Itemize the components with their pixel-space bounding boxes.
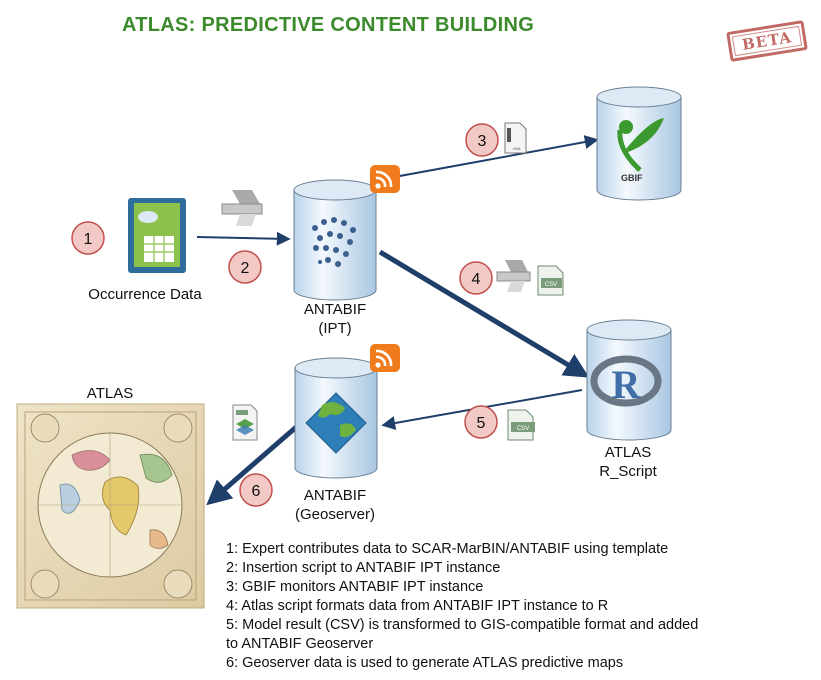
csv-file-icon-step-5: [507, 409, 535, 441]
r-script-label-line-1: ATLAS: [604, 444, 652, 461]
xml-file-icon: [504, 122, 527, 154]
arrow-step-6: [206, 420, 304, 506]
script-icon: [221, 190, 263, 226]
note-6: 6: Geoserver data is used to generate AT…: [226, 655, 624, 671]
geoserver-label-line-1: ANTABIF: [303, 487, 367, 504]
step-circle-5: 5: [464, 405, 498, 439]
geoserver-label: ANTABIF (Geoserver): [280, 486, 390, 524]
spreadsheet-icon: [128, 198, 186, 273]
ipt-label: ANTABIF (IPT): [285, 300, 385, 338]
note-1: 1: Expert contributes data to SCAR-MarBI…: [226, 541, 669, 557]
r-script-label-line-2: R_Script: [599, 463, 657, 480]
csv-label-step-5: CSV: [517, 426, 529, 432]
script-icon-step-4: [496, 260, 531, 292]
note-2: 2: Insertion script to ANTABIF IPT insta…: [226, 560, 501, 576]
step-circle-2: 2: [228, 250, 262, 284]
csv-label-step-4: CSV: [545, 282, 557, 288]
arrow-step-2: [196, 231, 291, 246]
atlas-map-image: [16, 403, 205, 609]
xml-label: XML: [513, 146, 522, 151]
step-number-5: 5: [477, 415, 486, 432]
step-circle-3: 3: [465, 123, 499, 157]
r-script-database: [586, 319, 672, 441]
step-circle-4: 4: [459, 261, 493, 295]
step-notes: 1: Expert contributes data to SCAR-MarBI…: [226, 540, 816, 673]
geoserver-database: [294, 357, 378, 479]
step-number-2: 2: [241, 260, 250, 277]
gbif-logo-text: GBIF: [621, 173, 643, 183]
step-number-1: 1: [84, 231, 93, 248]
rss-icon-ipt: [370, 165, 400, 193]
ipt-label-line-1: ANTABIF: [303, 301, 367, 318]
csv-file-icon-step-4: [537, 265, 564, 296]
gbif-database: [596, 86, 682, 201]
note-3: 3: GBIF monitors ANTABIF IPT instance: [226, 579, 484, 595]
occurrence-data-label: Occurrence Data: [88, 286, 202, 303]
rss-icon-geoserver: [370, 344, 400, 372]
ipt-label-line-2: (IPT): [318, 320, 352, 337]
step-circle-6: 6: [239, 473, 273, 507]
step-number-3: 3: [478, 133, 487, 150]
geoserver-label-line-2: (Geoserver): [294, 506, 376, 523]
atlas-map-label: ATLAS: [86, 385, 134, 402]
arrow-step-4: [378, 249, 590, 378]
step-number-6: 6: [252, 483, 261, 500]
page-title: ATLAS: PREDICTIVE CONTENT BUILDING: [122, 14, 535, 36]
step-circle-1: 1: [71, 221, 105, 255]
ipt-database: [293, 179, 377, 301]
step-number-4: 4: [472, 271, 481, 288]
note-4: 4: Atlas script formats data from ANTABI…: [226, 598, 609, 614]
gis-layers-icon: [232, 404, 258, 441]
r-script-label: ATLAS R_Script: [578, 443, 678, 481]
note-5-continued: to ANTABIF Geoserver: [226, 636, 374, 652]
note-5: 5: Model result (CSV) is transformed to …: [226, 617, 699, 633]
r-logo-letter: R: [612, 362, 642, 407]
arrow-step-3: [377, 135, 599, 181]
